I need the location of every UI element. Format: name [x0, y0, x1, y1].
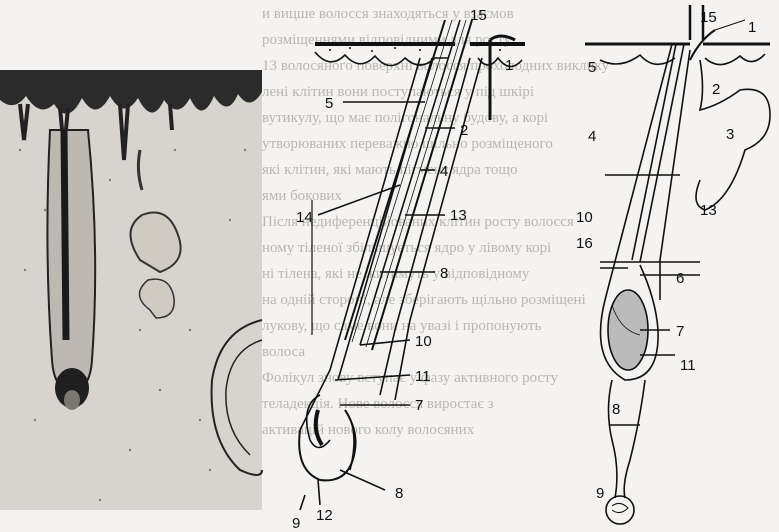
right-label-4: 4 [588, 128, 596, 145]
mid-label-4: 4 [440, 163, 448, 180]
mid-label-5: 5 [325, 95, 333, 112]
mid-label-14: 14 [296, 209, 313, 226]
mid-label-13: 13 [450, 207, 467, 224]
mid-label-15: 15 [470, 7, 487, 24]
mid-label-7: 7 [415, 397, 423, 414]
right-label-9: 9 [596, 485, 604, 502]
right-label-15: 15 [700, 9, 717, 26]
club-hair-diagram [585, 5, 770, 524]
right-label-13: 13 [700, 202, 717, 219]
right-label-1: 1 [748, 19, 756, 36]
right-label-8: 8 [612, 401, 620, 418]
right-label-2: 2 [712, 81, 720, 98]
mid-label-2: 2 [460, 122, 468, 139]
right-label-6: 6 [676, 270, 684, 287]
mid-label-1: 1 [505, 57, 513, 74]
mid-label-8b: 8 [395, 485, 403, 502]
right-label-3: 3 [726, 126, 734, 143]
mid-label-10: 10 [415, 333, 432, 350]
right-label-5: 5 [588, 59, 596, 76]
mid-label-12: 12 [316, 507, 333, 524]
right-label-7: 7 [676, 323, 684, 340]
mid-label-9: 9 [292, 515, 300, 532]
right-label-10: 10 [576, 209, 593, 226]
label-group: 15 1 5 2 4 14 13 8 10 11 7 8 12 9 15 1 5… [292, 7, 756, 532]
mid-label-8: 8 [440, 265, 448, 282]
micrograph-panel [0, 70, 262, 510]
right-label-11: 11 [680, 357, 696, 374]
right-label-16: 16 [576, 235, 593, 252]
mid-label-11: 11 [415, 368, 431, 385]
follicle-section-diagram [299, 20, 525, 510]
